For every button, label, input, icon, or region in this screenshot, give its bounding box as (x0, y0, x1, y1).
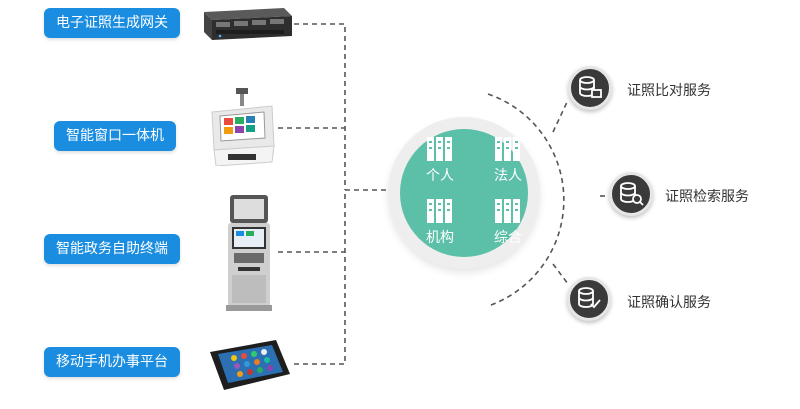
database-compare-icon (568, 66, 612, 110)
database-check-icon (567, 277, 611, 321)
server-gateway-icon (204, 8, 292, 40)
mobile-phone-icon (210, 340, 290, 390)
archive-cabinet-icon (427, 199, 452, 223)
services-arc (487, 93, 565, 307)
archive-cabinet-icon (495, 199, 520, 223)
service-window-terminal-icon (211, 88, 275, 166)
connector-service-compare (552, 99, 569, 133)
service-label-compare: 证照比对服务 (627, 83, 711, 99)
device-label-kiosk: 智能政务自助终端 (44, 234, 180, 264)
device-label-window-terminal: 智能窗口一体机 (54, 121, 176, 151)
archive-cabinet-icon (495, 137, 520, 161)
hub-item-label: 个人 (426, 168, 454, 184)
self-service-kiosk-icon (226, 195, 272, 311)
hub-item-comprehensive: 综合 (479, 199, 537, 247)
archive-cabinet-icon (427, 137, 452, 161)
device-label-mobile: 移动手机办事平台 (44, 347, 180, 377)
hub-item-institution: 机构 (411, 199, 469, 247)
hub-item-label: 法人 (494, 168, 522, 184)
connector-service-confirm (552, 263, 569, 285)
service-label-confirm: 证照确认服务 (627, 295, 711, 311)
database-search-icon (609, 172, 653, 216)
service-label-search: 证照检索服务 (665, 189, 749, 205)
hub-item-personal: 个人 (411, 137, 469, 185)
connector-gateway (294, 23, 346, 190)
hub-item-label: 机构 (426, 230, 454, 246)
hub-item-label: 综合 (494, 230, 522, 246)
device-label-gateway: 电子证照生成网关 (44, 8, 180, 38)
connector-phone (294, 190, 346, 365)
hub-item-legal-person: 法人 (479, 137, 537, 185)
